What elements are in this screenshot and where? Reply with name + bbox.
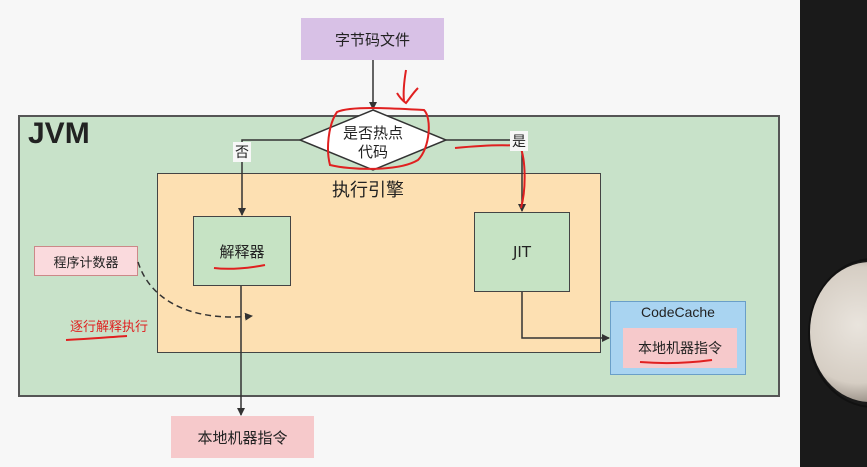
- bytecode-file-label: 字节码文件: [334, 30, 410, 49]
- jit-label: JIT: [512, 243, 531, 261]
- native-instructions-box: 本地机器指令: [171, 416, 314, 458]
- code-cache-title: CodeCache: [641, 304, 715, 320]
- decision-label: 是否热点 代码: [342, 124, 403, 161]
- jvm-title: JVM: [28, 117, 90, 150]
- line-by-line-annotation: 逐行解释执行: [70, 320, 149, 335]
- webcam-feed: [810, 262, 867, 402]
- video-overlay: [800, 0, 867, 467]
- yes-branch-label: 是: [510, 131, 528, 151]
- program-counter-label: 程序计数器: [53, 255, 119, 271]
- execution-engine-title: 执行引擎: [332, 180, 404, 201]
- code-cache-content-label: 本地机器指令: [638, 341, 722, 357]
- native-instructions-label: 本地机器指令: [197, 428, 288, 447]
- no-branch-label: 否: [233, 142, 251, 162]
- program-counter-box: 程序计数器: [34, 246, 138, 276]
- slide: JVM 执行引擎 解释器 JIT 程序计数器 字节码文件 本地机器指令 Code…: [18, 18, 780, 458]
- bytecode-file-box: 字节码文件: [301, 18, 444, 60]
- code-cache-box: CodeCache 本地机器指令: [610, 301, 746, 375]
- interpreter-label: 解释器: [219, 242, 265, 261]
- jit-box: JIT: [474, 212, 570, 292]
- interpreter-box: 解释器: [193, 216, 291, 286]
- annotation-red-arrow: [396, 69, 419, 105]
- code-cache-content-box: 本地机器指令: [623, 328, 737, 368]
